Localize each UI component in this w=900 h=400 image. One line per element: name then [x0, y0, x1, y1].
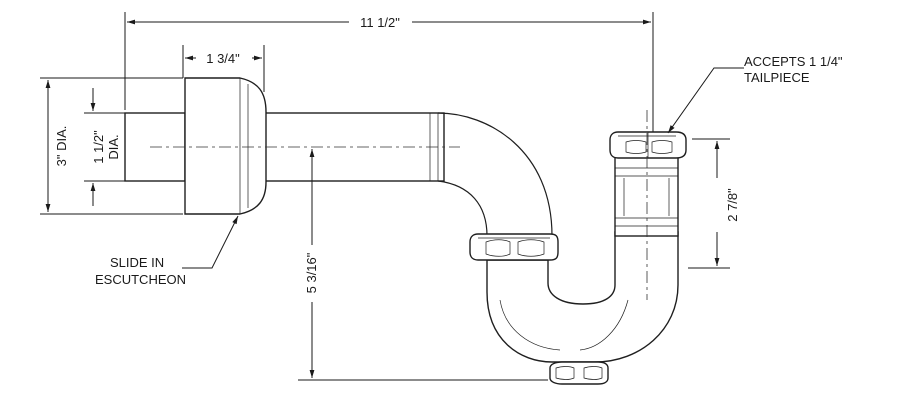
drop-height-label: 5 3/16" — [304, 252, 319, 293]
tailpiece-callout-line2: TAILPIECE — [744, 70, 810, 85]
tailpiece-height-label: 2 7/8" — [725, 188, 740, 222]
escutcheon-callout: SLIDE IN ESCUTCHEON — [95, 215, 239, 287]
escutcheon-length-dimension: 1 3/4" — [182, 45, 265, 92]
overall-width-label: 11 1/2" — [360, 15, 400, 30]
escutcheon-diameter-label: 3" DIA. — [54, 126, 69, 167]
escutcheon-callout-line1: SLIDE IN — [110, 255, 164, 270]
tailpiece-callout-line1: ACCEPTS 1 1/4" — [744, 54, 843, 69]
pipe-diameter-dimension: 1 1/2" DIA. — [84, 88, 125, 206]
drop-height-dimension: 5 3/16" — [298, 149, 548, 381]
escutcheon-length-label: 1 3/4" — [206, 51, 240, 66]
escutcheon-callout-line2: ESCUTCHEON — [95, 272, 186, 287]
cleanout-plug — [549, 361, 609, 385]
middle-slip-nut — [469, 233, 559, 261]
top-slip-nut — [609, 131, 687, 159]
overall-width-dimension: 11 1/2" — [124, 12, 654, 132]
escutcheon-diameter-dimension: 3" DIA. — [40, 77, 183, 215]
tailpiece-height-dimension: 2 7/8" — [688, 138, 740, 269]
tailpiece-callout: ACCEPTS 1 1/4" TAILPIECE — [667, 54, 843, 134]
p-trap-pipe — [124, 112, 679, 363]
escutcheon — [184, 77, 267, 215]
pipe-diameter-label-line2: DIA. — [106, 134, 121, 159]
pipe-diameter-label-line1: 1 1/2" — [91, 130, 106, 164]
